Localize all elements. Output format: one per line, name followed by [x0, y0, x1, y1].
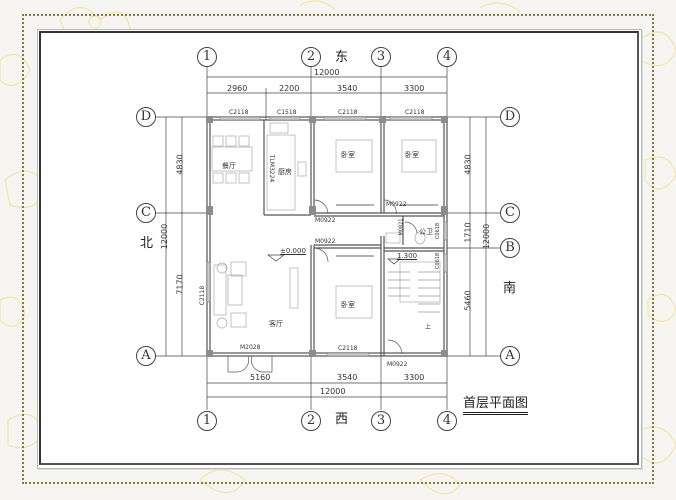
room-kitchen: 厨房 [278, 168, 292, 176]
elevation-stair: 1.300 [397, 252, 418, 260]
dimension-bottom-seg-1: 5160 [250, 373, 271, 382]
axis-col-1-bottom: 1 [197, 411, 217, 431]
door-label: M0922 [315, 217, 336, 224]
door-label: M2028 [240, 344, 261, 351]
window-label: C0618 [435, 222, 442, 240]
dimension-bottom-seg-3: 3300 [404, 373, 425, 382]
dimension-left-seg-2: 7170 [175, 274, 185, 295]
dimension-right-seg-1: 4830 [463, 154, 473, 175]
window-label: C0618 [435, 252, 442, 270]
drawing-border [39, 31, 639, 465]
dimension-top-seg-1: 2960 [227, 84, 248, 93]
door-label: M0821 [398, 218, 405, 236]
dimension-top-seg-4: 3300 [404, 84, 425, 93]
direction-south: 南 [503, 281, 517, 296]
door-label: M0922 [315, 238, 336, 245]
door-label: TLM3224 [268, 154, 276, 183]
dotted-frame [22, 14, 654, 484]
door-label: M0922 [386, 201, 407, 208]
dimension-bottom-total: 12000 [320, 387, 346, 396]
axis-row-c-right: C [500, 203, 520, 223]
axis-row-d-left: D [136, 107, 156, 127]
axis-col-1-top: 1 [197, 47, 217, 67]
dimension-right-seg-2: 1710 [463, 222, 473, 243]
room-bedroom-1: 卧室 [341, 151, 355, 159]
axis-col-3-top: 3 [371, 47, 391, 67]
room-bathroom: 公卫 [419, 228, 433, 236]
window-label: C2118 [199, 285, 207, 306]
dimension-top-seg-2: 2200 [279, 84, 300, 93]
room-bedroom-2: 卧室 [405, 151, 419, 159]
direction-east: 东 [335, 50, 349, 65]
axis-row-a-right: A [500, 346, 520, 366]
window-label: C2118 [405, 109, 425, 116]
window-label: C2118 [338, 345, 358, 352]
axis-col-2-bottom: 2 [301, 411, 321, 431]
elevation-living: ±0.000 [280, 247, 306, 255]
room-bedroom-3: 卧室 [341, 301, 355, 309]
door-label: M0922 [387, 361, 408, 368]
direction-north: 北 [140, 236, 154, 251]
dimension-right-seg-3: 5460 [463, 290, 473, 311]
drawing-sheet [37, 29, 642, 469]
axis-row-c-left: C [136, 203, 156, 223]
axis-row-b-right: B [500, 238, 520, 258]
dimension-top-total: 12000 [314, 68, 340, 77]
dimension-left-total: 12000 [160, 223, 170, 250]
room-living: 客厅 [269, 320, 283, 328]
axis-col-2-top: 2 [301, 47, 321, 67]
axis-row-d-right: D [500, 107, 520, 127]
stair-up-label: 上 [425, 324, 432, 331]
axis-col-4-top: 4 [437, 47, 457, 67]
dimension-left-seg-1: 4830 [175, 154, 185, 175]
window-label: C1518 [277, 109, 297, 116]
room-dining: 餐厅 [222, 162, 236, 170]
axis-col-3-bottom: 3 [371, 411, 391, 431]
window-label: C2118 [338, 109, 358, 116]
direction-west: 西 [335, 412, 349, 427]
dimension-bottom-seg-2: 3540 [337, 373, 358, 382]
dimension-top-seg-3: 3540 [337, 84, 358, 93]
window-label: C2118 [229, 109, 249, 116]
dimension-right-total: 12000 [482, 223, 492, 250]
drawing-title: 首层平面图 [463, 392, 529, 415]
axis-col-4-bottom: 4 [437, 411, 457, 431]
axis-row-a-left: A [136, 346, 156, 366]
